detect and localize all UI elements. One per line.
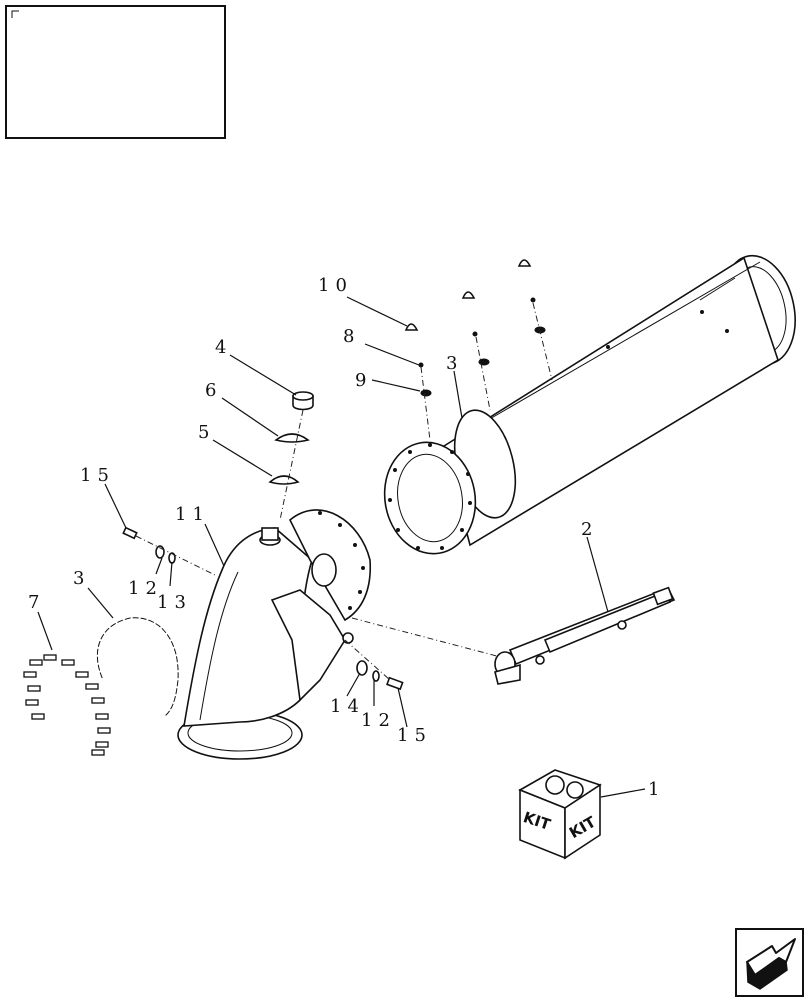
- callout-5: 5: [198, 422, 215, 443]
- corner-mark-icon: [11, 10, 19, 18]
- callout-11: 11: [175, 504, 210, 525]
- elbow-spout: [177, 509, 372, 760]
- callout-8: 8: [343, 326, 360, 347]
- callout-15-left: 15: [80, 465, 115, 486]
- clip-part: [404, 259, 532, 331]
- callout-12-right: 12: [361, 710, 396, 731]
- bolt-set: [23, 654, 111, 756]
- screw-part: [418, 297, 546, 397]
- callout-3-ring: 3: [73, 568, 90, 589]
- callout-2: 2: [581, 519, 598, 540]
- bolt-part: [122, 526, 176, 564]
- callout-14: 14: [330, 696, 365, 717]
- callout-3-tube: 3: [446, 353, 463, 374]
- callout-labels: 10 8 9 3 4 6 5 15 11 12 13 3 7 14 12 15 …: [28, 275, 665, 800]
- seal-ring-part: [96, 617, 179, 717]
- title-frame: [5, 5, 226, 139]
- callout-15-right: 15: [397, 725, 432, 746]
- washer-part: [274, 433, 310, 443]
- callout-1: 1: [648, 779, 665, 800]
- callout-7: 7: [28, 592, 45, 613]
- tube-assembly: [383, 254, 796, 555]
- leader-lines: [37, 296, 646, 798]
- cap-part: [292, 391, 314, 411]
- callout-6: 6: [205, 380, 222, 401]
- bolt-part-right: [356, 660, 404, 691]
- callout-13: 13: [157, 592, 192, 613]
- snap-ring-part: [268, 475, 300, 485]
- callout-10: 10: [318, 275, 353, 296]
- callout-4: 4: [215, 337, 232, 358]
- next-page-arrow-icon[interactable]: [735, 928, 804, 997]
- hydraulic-cylinder: [494, 586, 676, 685]
- callout-12-left: 12: [128, 578, 163, 599]
- kit-box: KIT KIT: [518, 769, 602, 860]
- callout-9: 9: [355, 370, 372, 391]
